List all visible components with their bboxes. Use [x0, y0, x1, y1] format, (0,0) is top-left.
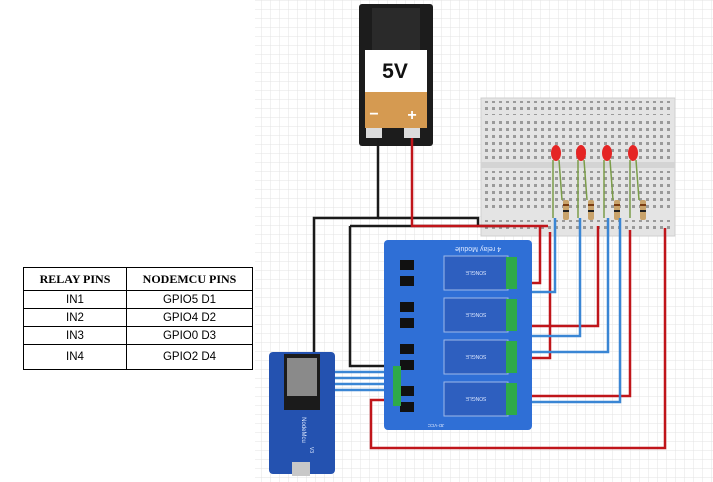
relay-input-header: [393, 366, 401, 406]
nodemcu-pin-cell: GPIO2 D4: [126, 344, 253, 370]
table-row: IN2 GPIO4 D2: [23, 308, 253, 327]
table-row: IN4 GPIO2 D4: [23, 344, 253, 370]
table-header-row: RELAY PINS NODEMCU PINS: [23, 267, 253, 291]
battery-label-area: [365, 50, 427, 92]
relay-pin-cell: IN3: [23, 326, 127, 345]
relay-channel-3: [400, 339, 517, 375]
battery: [359, 4, 433, 146]
led-group: [551, 145, 640, 218]
header-nodemcu-pins: NODEMCU PINS: [126, 267, 253, 291]
wire-red-group: [369, 138, 667, 450]
led-2: [576, 145, 588, 218]
relay-channel-4: [400, 381, 517, 417]
relay-channel-1: [400, 255, 517, 291]
relay-pin-cell: IN4: [23, 344, 127, 370]
nodemcu-board: [269, 352, 335, 476]
table-row: IN3 GPIO0 D3: [23, 326, 253, 345]
header-relay-pins: RELAY PINS: [23, 267, 127, 291]
relay-channel-2: [400, 297, 517, 333]
table-row: IN1 GPIO5 D1: [23, 290, 253, 309]
relay-module: [384, 240, 532, 430]
led-4: [628, 145, 640, 218]
nodemcu-pin-cell: GPIO0 D3: [126, 326, 253, 345]
relay-pin-cell: IN2: [23, 308, 127, 327]
resistor-group: [563, 200, 646, 220]
nodemcu-pin-cell: GPIO5 D1: [126, 290, 253, 309]
relay-pin-cell: IN1: [23, 290, 127, 309]
led-1: [551, 145, 563, 218]
nodemcu-pin-cell: GPIO4 D2: [126, 308, 253, 327]
led-3: [602, 145, 614, 218]
relay-nodemcu-pin-table: RELAY PINS NODEMCU PINS IN1 GPIO5 D1 IN2…: [23, 267, 253, 370]
